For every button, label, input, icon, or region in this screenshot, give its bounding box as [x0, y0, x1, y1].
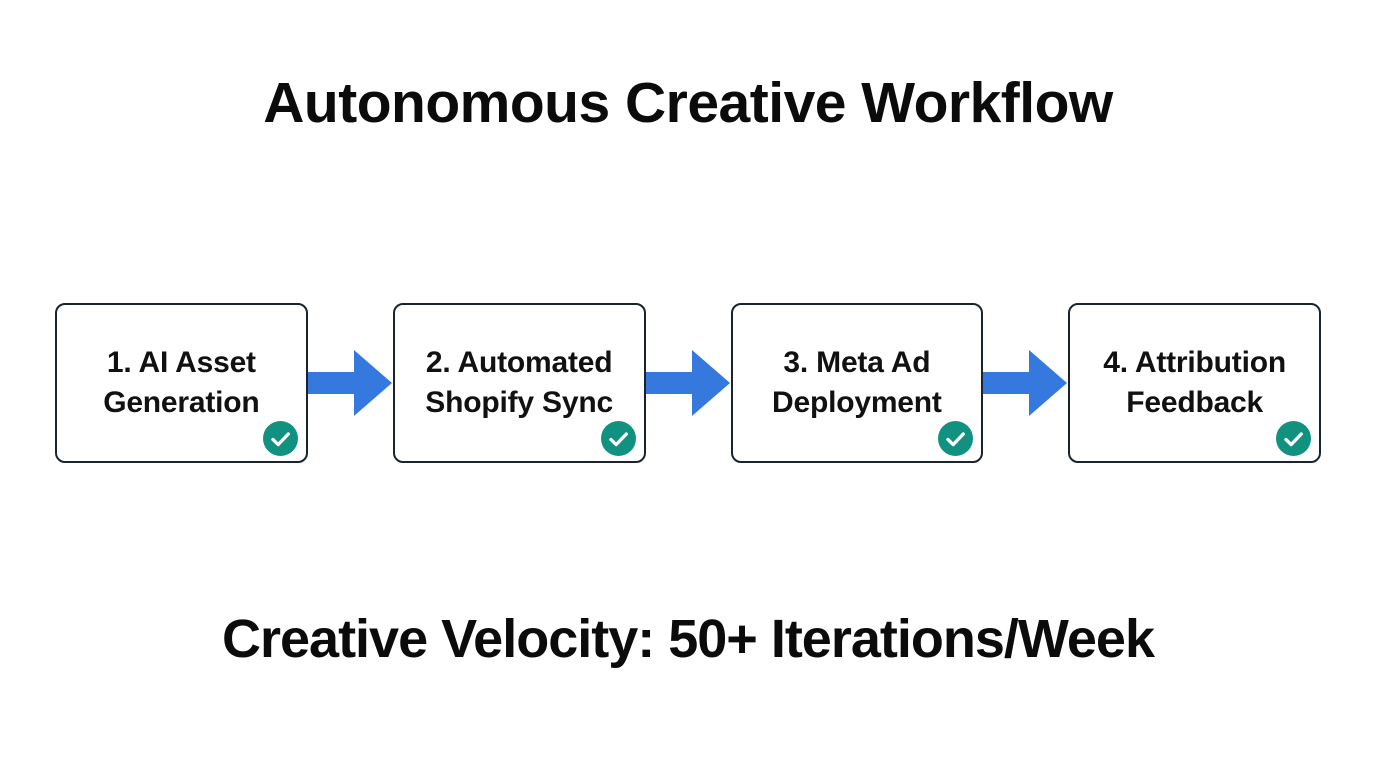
workflow-step-3: 3. Meta Ad Deployment: [730, 303, 984, 463]
page-title: Autonomous Creative Workflow: [263, 71, 1113, 135]
workflow-step-4-label: 4. Attribution Feedback: [1103, 346, 1286, 419]
right-arrow-icon: [645, 350, 730, 416]
right-arrow-icon: [983, 350, 1068, 416]
workflow-step-2-label: 2. Automated Shopify Sync: [425, 346, 613, 419]
check-circle-icon: [938, 421, 974, 456]
right-arrow-icon: [307, 350, 392, 416]
workflow-step-2: 2. Automated Shopify Sync: [392, 303, 646, 463]
check-circle-icon: [600, 421, 636, 456]
workflow-step-1-label: 1. AI Asset Generation: [103, 346, 260, 419]
check-circle-icon: [1276, 421, 1311, 456]
workflow-step-3-label: 3. Meta Ad Deployment: [772, 346, 942, 419]
workflow-step-1: 1. AI Asset Generation: [55, 303, 308, 463]
workflow-step-4: 4. Attribution Feedback: [1068, 303, 1321, 463]
check-circle-icon: [262, 421, 298, 456]
footer-headline: Creative Velocity: 50+ Iterations/Week: [222, 609, 1155, 669]
workflow-diagram: 1. AI Asset Generation 2. Automated Shop…: [55, 303, 1321, 463]
